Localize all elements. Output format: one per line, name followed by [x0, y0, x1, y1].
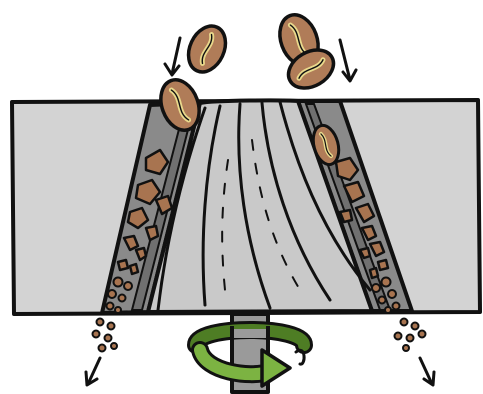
chunk	[154, 194, 174, 216]
grounds-particle-icon	[91, 317, 118, 353]
chunk	[358, 246, 372, 260]
chunk	[368, 240, 386, 258]
down-arrow-icon	[84, 356, 102, 387]
down-arrow-icon	[338, 38, 358, 83]
chunk	[144, 148, 170, 176]
coffee-bean-icon	[286, 48, 336, 90]
chunk	[126, 206, 150, 230]
coffee-bean-icon	[311, 123, 341, 167]
chunk	[144, 224, 160, 242]
chunk	[360, 224, 378, 242]
left-chunks	[116, 148, 174, 276]
grounds-particle-icon	[393, 317, 427, 352]
chunk	[134, 246, 148, 262]
chunk	[376, 258, 390, 272]
chunk	[338, 208, 354, 224]
chunk	[116, 258, 130, 272]
right-grounds	[371, 276, 401, 314]
burr-dashes	[221, 139, 301, 291]
chunk	[122, 234, 140, 252]
chunk	[342, 180, 366, 204]
coffee-bean-icon	[159, 78, 201, 132]
down-arrow-icon	[163, 36, 182, 77]
coffee-bean-icon	[186, 24, 228, 74]
burr-ridges	[156, 100, 372, 312]
chunk	[368, 266, 380, 280]
right-chunks	[334, 156, 390, 280]
chunk	[334, 156, 360, 182]
down-arrow-icon	[418, 356, 436, 387]
chunk	[134, 178, 162, 206]
rotation-arrow-icon	[187, 321, 313, 388]
chunk	[354, 202, 376, 224]
left-grounds	[105, 276, 133, 314]
chunk	[128, 262, 140, 276]
